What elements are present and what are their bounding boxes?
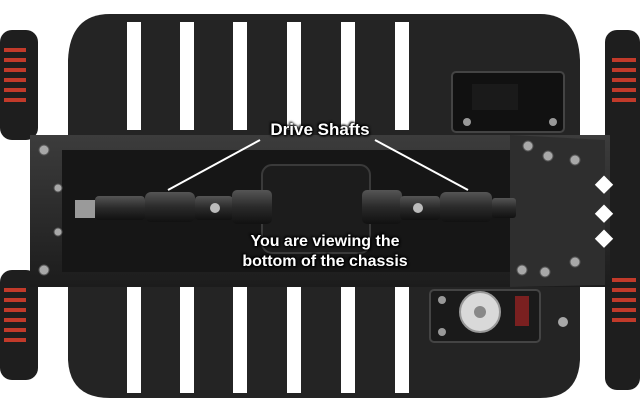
viewing-caption-line1: You are viewing the	[250, 233, 400, 250]
label-pointers	[167, 139, 469, 191]
bottom-slots	[127, 285, 409, 393]
left-suspension	[0, 30, 38, 380]
chassis-screws	[38, 140, 581, 278]
viewing-caption-line2: bottom of the chassis	[242, 253, 408, 270]
drive-shafts-label: Drive Shafts	[270, 120, 370, 139]
center-differential	[232, 164, 402, 254]
steering-servo	[429, 289, 568, 343]
top-slots	[127, 22, 409, 130]
drive-shaft-right	[400, 192, 516, 222]
drive-shaft-left	[75, 192, 233, 222]
plate-holes	[594, 175, 614, 248]
viewing-caption: You are viewing the bottom of the chassi…	[200, 232, 450, 272]
receiver-box	[451, 71, 565, 133]
right-suspension	[605, 30, 640, 390]
